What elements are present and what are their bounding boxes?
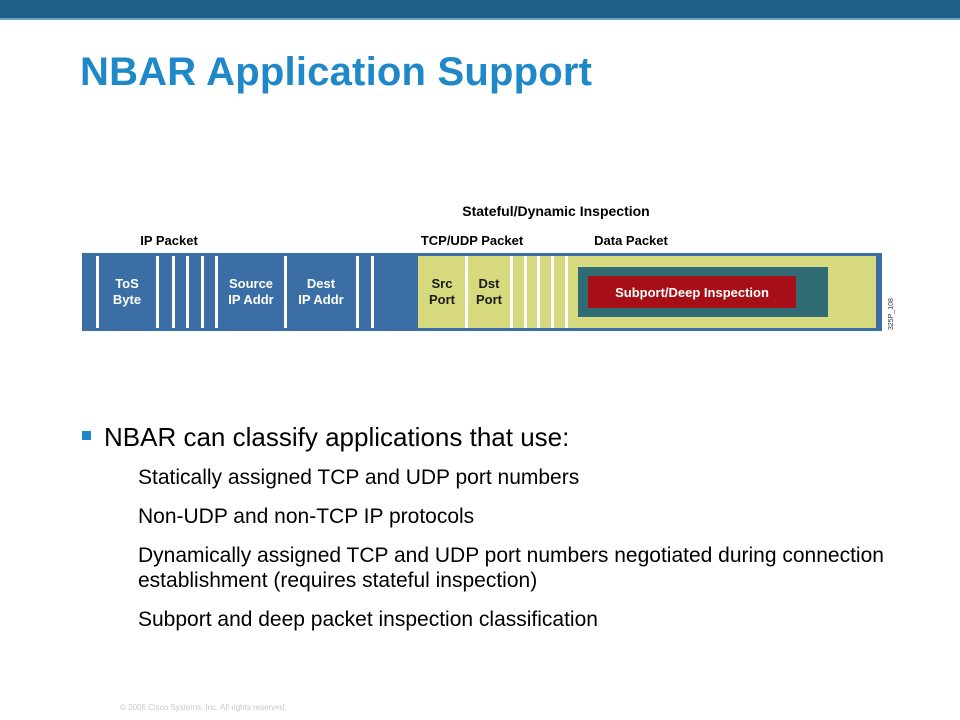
src-port-line2: Port bbox=[429, 292, 456, 307]
field-dividers bbox=[96, 256, 568, 328]
source-ip-line1: Source bbox=[229, 276, 273, 291]
dest-ip-line2: IP Addr bbox=[298, 292, 344, 307]
sub-bullet-list: Statically assigned TCP and UDP port num… bbox=[80, 465, 900, 632]
figure-id: 325P_108 bbox=[888, 298, 895, 330]
dest-ip-line1: Dest bbox=[307, 276, 336, 291]
field-tos-byte: ToS Byte bbox=[113, 276, 141, 307]
header-bar-accent bbox=[0, 18, 960, 20]
subport-label: Subport/Deep Inspection bbox=[615, 285, 769, 300]
tos-line1: ToS bbox=[115, 276, 139, 291]
dst-port-line1: Dst bbox=[479, 276, 501, 291]
field-source-ip: Source IP Addr bbox=[228, 276, 274, 307]
sub-bullet: Statically assigned TCP and UDP port num… bbox=[138, 466, 580, 489]
dst-port-line2: Port bbox=[476, 292, 503, 307]
sub-bullet: Subport and deep packet inspection class… bbox=[138, 608, 598, 631]
ip-packet-label: IP Packet bbox=[140, 233, 198, 248]
sub-bullet: Dynamically assigned TCP and UDP port nu… bbox=[138, 544, 884, 592]
bullet-main: NBAR can classify applications that use: bbox=[80, 422, 900, 453]
field-src-port: Src Port bbox=[429, 276, 456, 307]
tcp-udp-packet-label: TCP/UDP Packet bbox=[421, 233, 524, 248]
subport-box bbox=[588, 276, 796, 308]
bullet-list: NBAR can classify applications that use:… bbox=[80, 422, 900, 646]
stateful-inspection-label: Stateful/Dynamic Inspection bbox=[462, 203, 649, 219]
packet-diagram: Stateful/Dynamic Inspection IP Packet TC… bbox=[82, 203, 895, 331]
source-ip-line2: IP Addr bbox=[228, 292, 274, 307]
header-bar bbox=[0, 0, 960, 18]
bullet-main-text: NBAR can classify applications that use: bbox=[104, 422, 570, 452]
data-packet-label: Data Packet bbox=[594, 233, 668, 248]
copyright-footer: © 2006 Cisco Systems, Inc. All rights re… bbox=[120, 703, 287, 712]
field-dest-ip: Dest IP Addr bbox=[298, 276, 344, 307]
src-port-line1: Src bbox=[432, 276, 453, 291]
field-dst-port: Dst Port bbox=[476, 276, 503, 307]
square-bullet-icon bbox=[82, 431, 91, 440]
slide-title: NBAR Application Support bbox=[80, 50, 593, 94]
tos-line2: Byte bbox=[113, 292, 141, 307]
sub-bullet: Non-UDP and non-TCP IP protocols bbox=[138, 505, 475, 528]
